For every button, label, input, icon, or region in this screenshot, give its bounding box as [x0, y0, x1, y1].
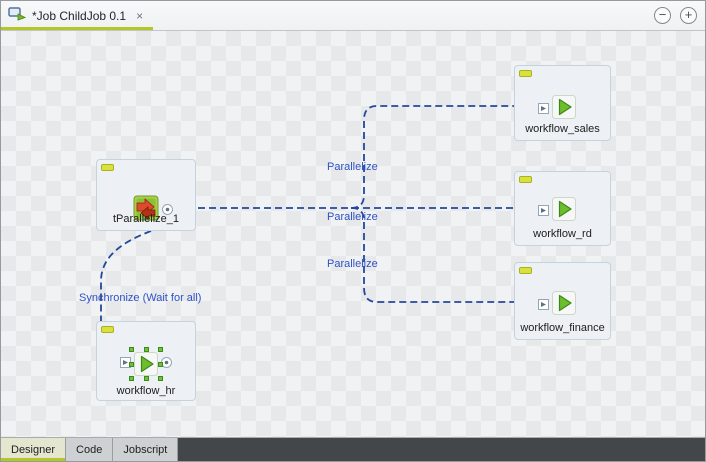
bottom-tab-bar: Designer Code Jobscript — [1, 437, 705, 461]
connection-label-parallelize-finance[interactable]: Parallelize — [327, 258, 378, 270]
selection-handle[interactable] — [158, 361, 163, 367]
tab-close-icon[interactable]: × — [136, 9, 144, 23]
node-label: workflow_rd — [533, 228, 592, 240]
tab-title: *Job ChildJob 0.1 — [32, 9, 127, 23]
selection-handle[interactable] — [158, 347, 163, 352]
selection-handle[interactable] — [129, 361, 134, 367]
connection-parallelize-sales[interactable] — [350, 99, 535, 209]
selection-handle[interactable] — [129, 376, 134, 381]
input-connector-icon[interactable] — [537, 203, 549, 221]
output-connector-icon[interactable] — [162, 202, 173, 220]
input-connector-icon[interactable] — [537, 297, 549, 315]
node-label: workflow_sales — [525, 123, 600, 135]
node-badge-icon — [101, 326, 114, 333]
job-icon — [8, 6, 27, 26]
runjob-play-icon — [551, 197, 576, 226]
node-tparallelize-1[interactable]: tParallelize_1 — [96, 159, 196, 231]
runjob-play-icon — [551, 291, 576, 320]
selection-handle[interactable] — [143, 347, 149, 352]
runjob-play-icon — [551, 95, 576, 124]
tparallelize-icon — [133, 195, 159, 226]
node-label: tParallelize_1 — [112, 213, 180, 225]
tab-designer[interactable]: Designer — [1, 438, 67, 461]
connection-label-parallelize-rd[interactable]: Parallelize — [327, 211, 378, 223]
node-workflow-rd[interactable]: workflow_rd — [514, 171, 611, 246]
tab-jobscript[interactable]: Jobscript — [113, 438, 179, 461]
active-tab-underline — [1, 27, 153, 30]
node-workflow-sales[interactable]: workflow_sales — [514, 65, 611, 141]
runjob-play-icon — [129, 347, 163, 381]
connection-label-parallelize-sales[interactable]: Parallelize — [327, 161, 378, 173]
node-workflow-hr[interactable]: workflow_hr — [96, 321, 196, 401]
editor-tab-bar: *Job ChildJob 0.1 × − + — [1, 1, 705, 31]
connection-label-synchronize[interactable]: Synchronize (Wait for all) — [79, 292, 202, 304]
connection-parallelize-finance[interactable] — [350, 207, 535, 309]
node-badge-icon — [519, 176, 532, 183]
tab-code[interactable]: Code — [66, 438, 114, 461]
selection-handle[interactable] — [143, 376, 149, 381]
zoom-out-button[interactable]: − — [654, 7, 671, 24]
node-label: workflow_finance — [520, 322, 605, 334]
zoom-in-button[interactable]: + — [680, 7, 697, 24]
node-badge-icon — [519, 267, 532, 274]
zoom-controls: − + — [654, 7, 697, 24]
input-connector-icon[interactable] — [537, 101, 549, 119]
node-label: workflow_hr — [116, 385, 176, 397]
node-badge-icon — [101, 164, 114, 171]
selection-handle[interactable] — [158, 376, 163, 381]
design-canvas[interactable]: Parallelize Parallelize Parallelize Sync… — [1, 31, 705, 439]
selection-handle[interactable] — [129, 347, 134, 352]
document-tab[interactable]: *Job ChildJob 0.1 × — [1, 1, 153, 31]
node-badge-icon — [519, 70, 532, 77]
node-workflow-finance[interactable]: workflow_finance — [514, 262, 611, 340]
